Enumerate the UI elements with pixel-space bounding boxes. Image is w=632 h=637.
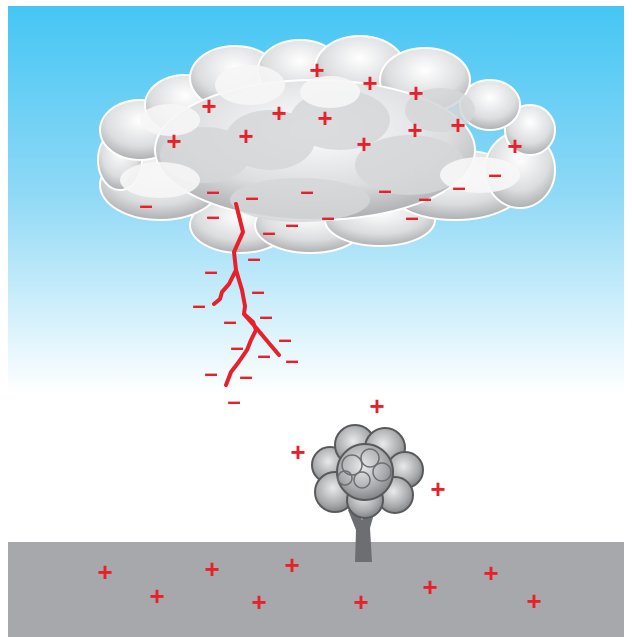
negative-charge: –: [239, 364, 252, 391]
negative-charge: –: [204, 361, 217, 388]
positive-charge: +: [149, 581, 164, 611]
positive-charge: +: [450, 110, 465, 140]
negative-charge: –: [259, 304, 272, 331]
negative-charge: –: [204, 259, 217, 286]
negative-charge: –: [192, 293, 205, 320]
positive-charge: +: [526, 586, 541, 616]
positive-charge: +: [483, 558, 498, 588]
negative-charge: –: [285, 212, 298, 239]
negative-charge: –: [223, 309, 236, 336]
negative-charge: –: [285, 348, 298, 375]
positive-charge: +: [422, 572, 437, 602]
negative-charge: –: [321, 205, 334, 232]
positive-charge: +: [284, 550, 299, 580]
positive-charge: +: [204, 554, 219, 584]
positive-charge: +: [290, 437, 305, 467]
positive-charge: +: [507, 131, 522, 161]
negative-charge: –: [405, 205, 418, 232]
negative-charge: –: [378, 178, 391, 205]
negative-charge: –: [262, 220, 275, 247]
negative-charge: –: [418, 186, 431, 213]
positive-charge: +: [97, 557, 112, 587]
positive-charge: +: [317, 103, 332, 133]
positive-charge: +: [369, 391, 384, 421]
positive-charge: +: [251, 587, 266, 617]
negative-charge: –: [230, 335, 243, 362]
positive-charge: +: [430, 474, 445, 504]
negative-charge: –: [227, 389, 240, 416]
positive-charge: +: [238, 121, 253, 151]
positive-charge: +: [201, 91, 216, 121]
negative-charge: –: [251, 279, 264, 306]
negative-charge: –: [488, 162, 501, 189]
positive-charge: +: [271, 98, 286, 128]
positive-charge: +: [408, 78, 423, 108]
positive-charge: +: [356, 129, 371, 159]
positive-charge: +: [407, 115, 422, 145]
positive-charge: +: [309, 55, 324, 85]
negative-charge: –: [206, 179, 219, 206]
positive-charge: +: [166, 126, 181, 156]
negative-charge: –: [139, 193, 152, 220]
negative-charge: –: [452, 175, 465, 202]
positive-charge: +: [353, 587, 368, 617]
negative-charge: –: [300, 179, 313, 206]
negative-charge: –: [245, 185, 258, 212]
negative-charge: –: [206, 204, 219, 231]
negative-charge: –: [247, 246, 260, 273]
negative-charge: –: [257, 343, 270, 370]
positive-charge: +: [362, 68, 377, 98]
